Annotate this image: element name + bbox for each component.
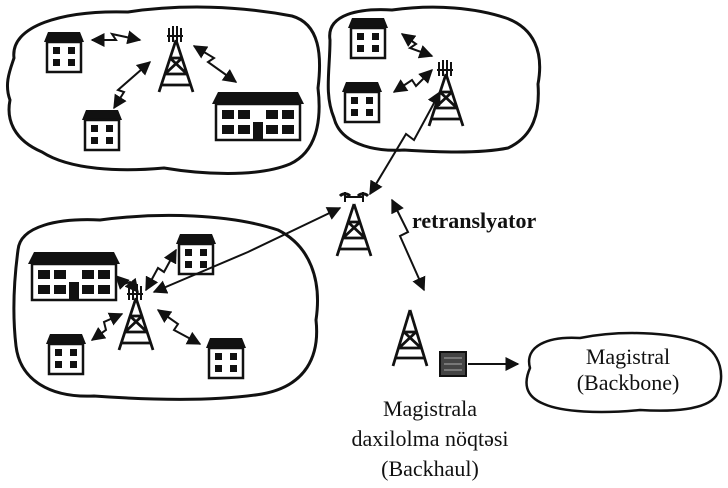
house-icon — [204, 336, 248, 380]
base-station-tower-icon — [117, 282, 155, 352]
relay-tower-icon — [335, 190, 373, 258]
base-station-tower-icon — [427, 58, 465, 128]
cluster-top-right-cloud — [326, 5, 542, 154]
gateway-tower-icon — [391, 300, 432, 367]
backbone-label-line2: (Backbone) — [576, 370, 680, 395]
gateway-label-line1: Magistrala — [382, 396, 478, 421]
wireless-links — [90, 30, 520, 371]
router-box-icon — [439, 351, 467, 377]
house-icon — [44, 332, 88, 376]
house-icon — [80, 108, 124, 152]
cluster-bottom-left-cloud — [12, 213, 319, 401]
cluster-top-left-cloud — [6, 5, 322, 175]
house-icon — [340, 80, 384, 124]
backbone-cloud — [525, 331, 723, 414]
backbone-label: Magistral (Backbone) — [548, 344, 708, 396]
backbone-label-line1: Magistral — [585, 344, 671, 369]
gateway-label-line3: (Backhaul) — [381, 456, 479, 481]
building-icon — [210, 90, 306, 142]
gateway-label-line2: daxilolma nöqtəsi — [351, 426, 509, 451]
house-icon — [42, 30, 86, 74]
building-icon — [26, 250, 122, 302]
house-icon — [346, 16, 390, 60]
base-station-tower-icon — [157, 24, 195, 94]
gateway-label: Magistrala daxilolma nöqtəsi (Backhaul) — [300, 394, 560, 484]
repeater-label: retranslyator — [412, 208, 537, 233]
